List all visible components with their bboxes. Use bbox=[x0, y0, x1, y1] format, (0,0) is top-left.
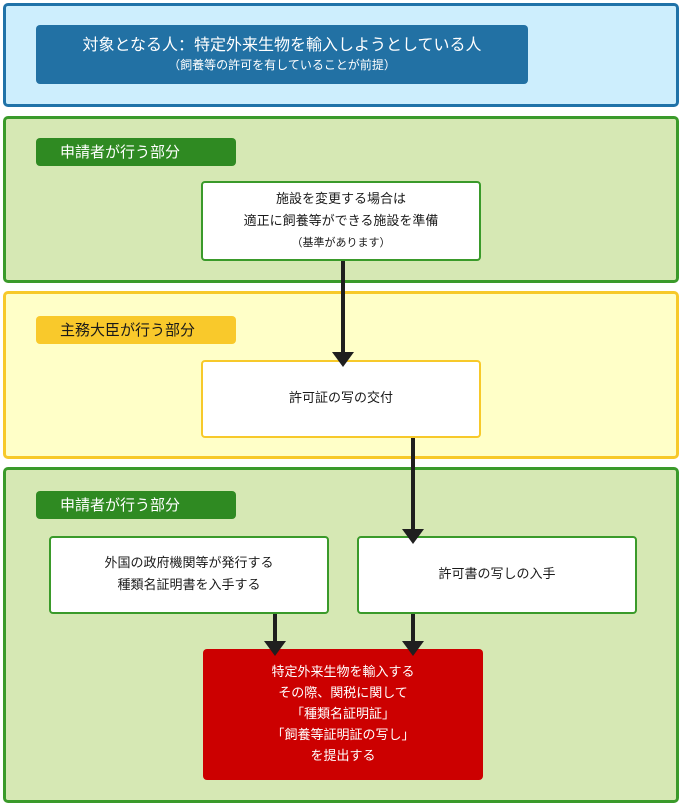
permit-obtain-box: 許可書の写しの入手 bbox=[357, 536, 637, 614]
permit-copy-box: 許可証の写の交付 bbox=[201, 360, 481, 438]
target-subtitle: （飼養等の許可を有していることが前提） bbox=[168, 58, 396, 72]
minister-label: 主務大臣が行う部分 bbox=[36, 316, 236, 344]
final-line-1: 特定外来生物を輸入する bbox=[271, 665, 415, 680]
target-title: 対象となる人：特定外来生物を輸入しようとしている人 bbox=[82, 35, 482, 54]
arrow-facility-to-permit-copy bbox=[329, 261, 357, 367]
applicant-label-2: 申請者が行う部分 bbox=[36, 491, 236, 519]
facility-line-1: 施設を変更する場合は bbox=[275, 192, 406, 207]
final-line-4: 「飼養等証明証の写し」 bbox=[271, 728, 415, 743]
import-submit-box: 特定外来生物を輸入する その際、関税に関して 「種類名証明証」 「飼養等証明証の… bbox=[203, 649, 483, 780]
foreign-cert-line-1: 外国の政府機関等が発行する bbox=[104, 556, 274, 571]
facility-note: （基準があります） bbox=[291, 236, 391, 249]
arrow-obtain-to-final bbox=[399, 614, 427, 656]
foreign-cert-line-2: 種類名証明書を入手する bbox=[117, 578, 261, 593]
arrow-permit-copy-to-obtain bbox=[399, 438, 427, 544]
permit-obtain-text: 許可書の写しの入手 bbox=[438, 567, 556, 582]
final-line-5: を提出する bbox=[310, 749, 376, 764]
permit-copy-text: 許可証の写の交付 bbox=[288, 391, 393, 406]
target-title-box: 対象となる人：特定外来生物を輸入しようとしている人 （飼養等の許可を有しているこ… bbox=[36, 25, 528, 84]
facility-line-2: 適正に飼養等ができる施設を準備 bbox=[243, 214, 439, 229]
foreign-cert-box: 外国の政府機関等が発行する 種類名証明書を入手する bbox=[49, 536, 329, 614]
final-line-3: 「種類名証明証」 bbox=[290, 707, 395, 722]
applicant-label-1: 申請者が行う部分 bbox=[36, 138, 236, 166]
arrow-cert-to-final bbox=[261, 614, 289, 656]
final-line-2: その際、関税に関して bbox=[278, 686, 408, 701]
facility-box: 施設を変更する場合は 適正に飼養等ができる施設を準備 （基準があります） bbox=[201, 181, 481, 261]
